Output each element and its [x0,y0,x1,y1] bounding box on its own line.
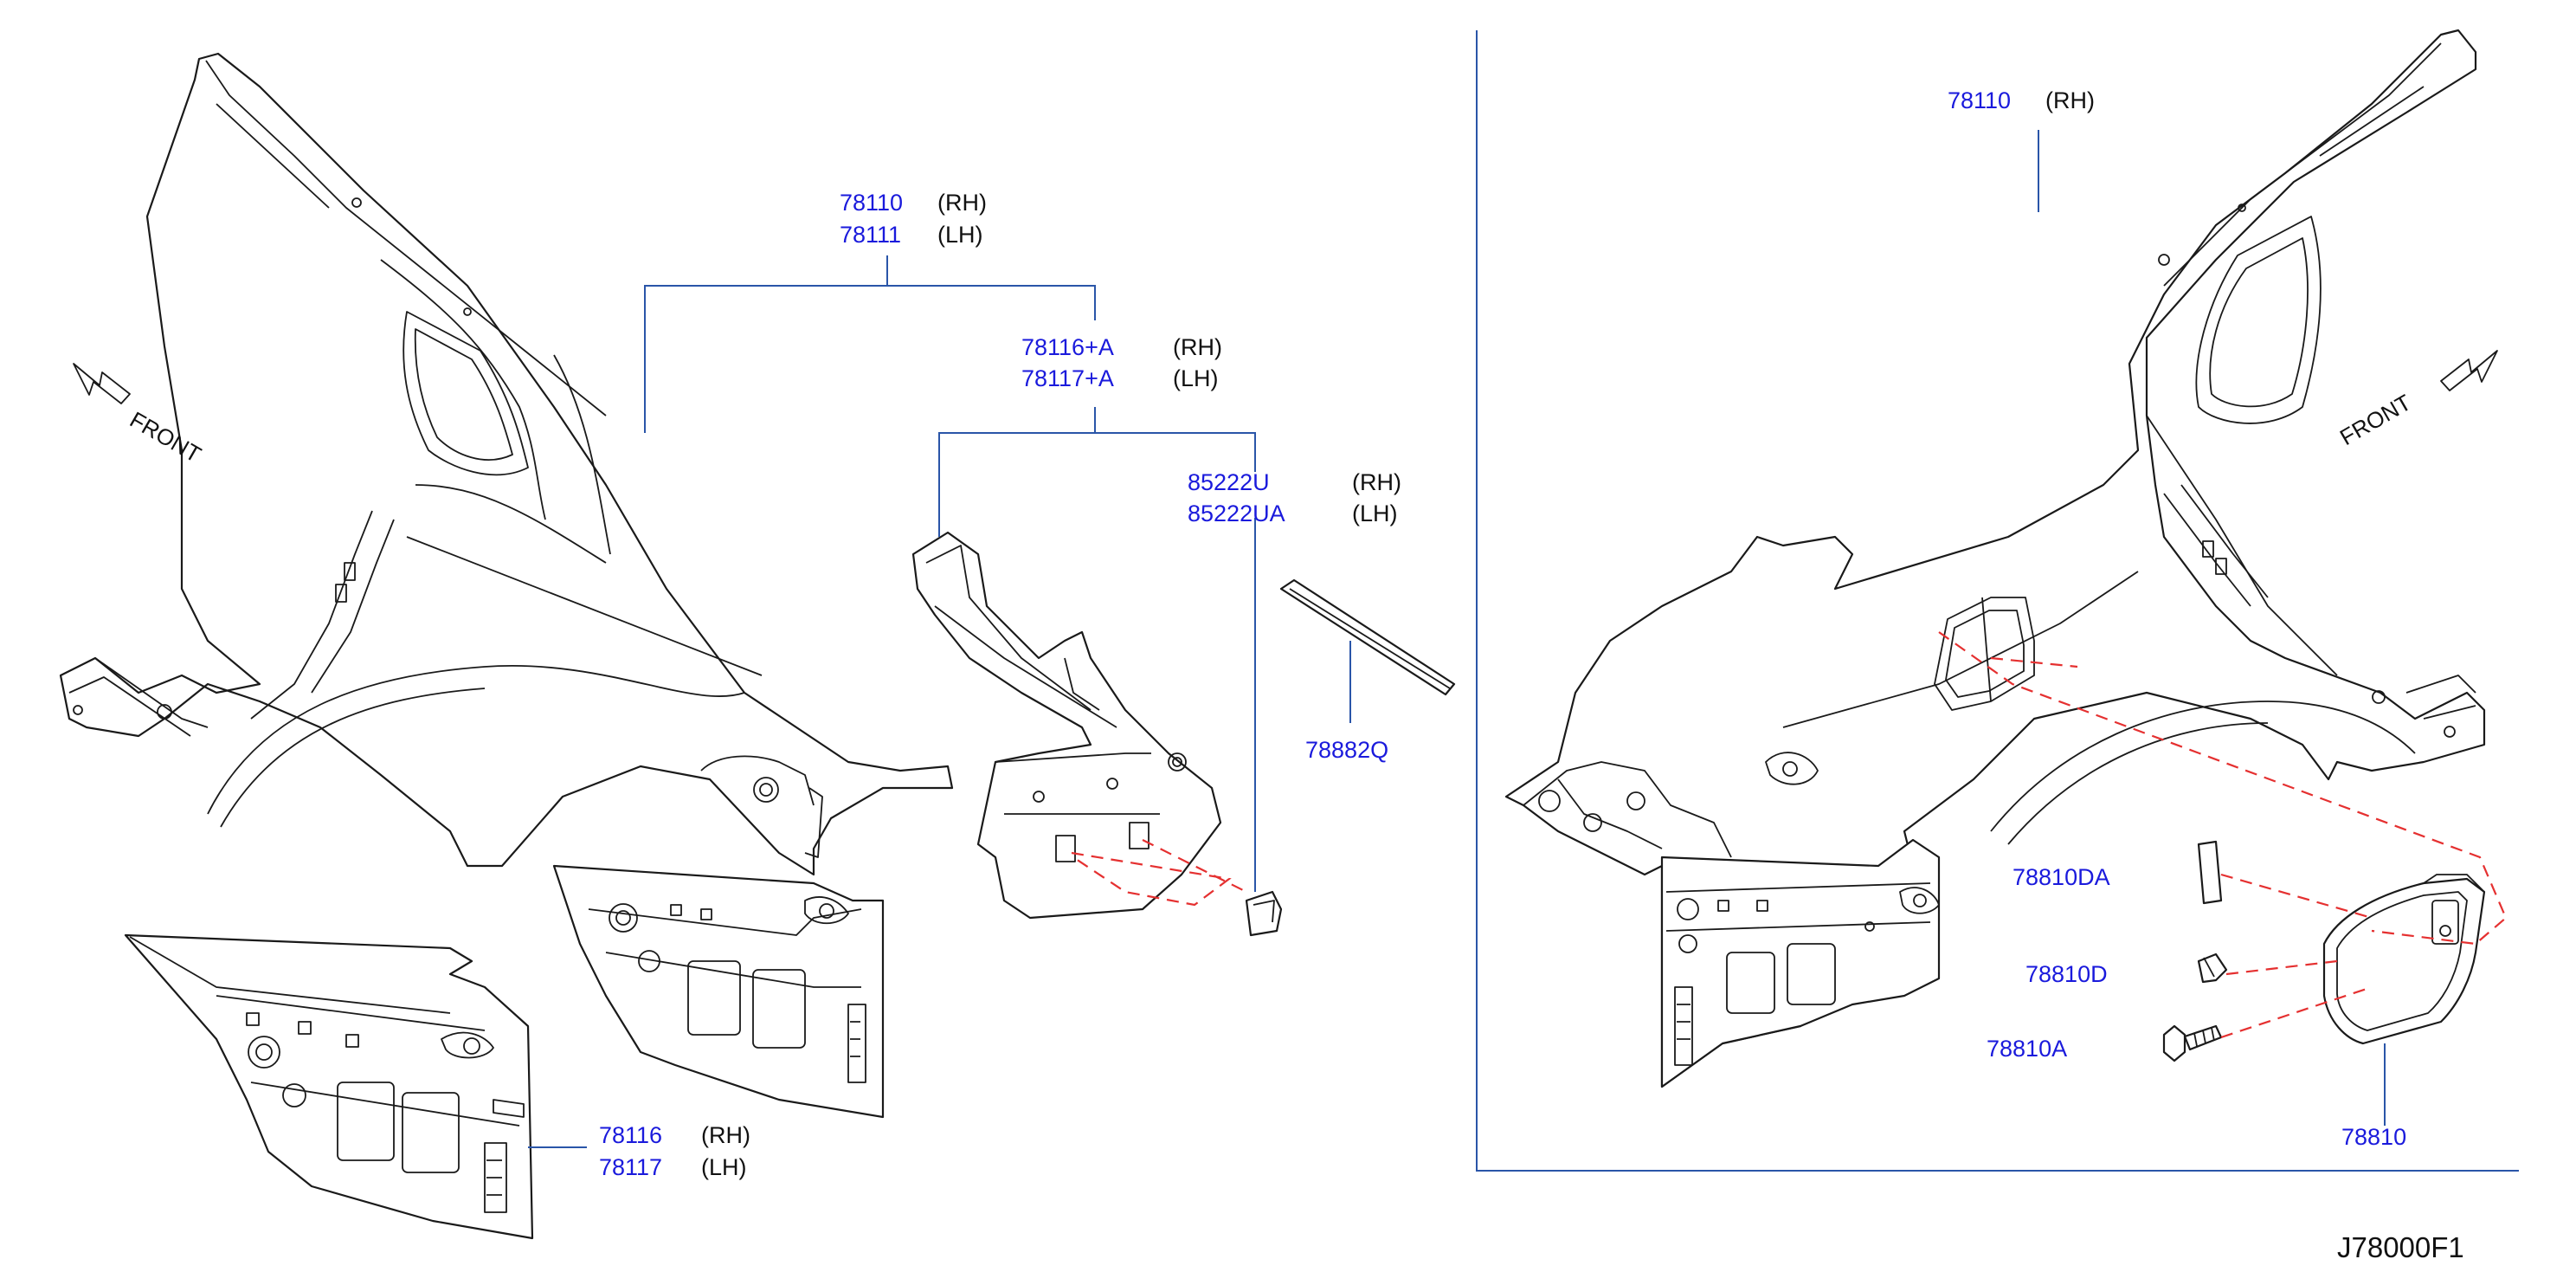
side-label: (LH) [701,1154,747,1180]
strip-78882Q [1279,578,1456,696]
front-arrow-right-icon [2440,350,2498,391]
part-number: 78882Q [1305,737,1388,763]
leaders-right [2038,130,2386,1126]
inner-bracket-78116A [911,531,1222,920]
dashed-right [1938,631,2508,1039]
clip-85222U [1245,890,1283,937]
side-label: (LH) [937,222,983,248]
part-number: 78116 [599,1122,662,1148]
callout-78116A-78117A: 78116+A (RH) 78117+A (LH) [1021,334,1222,391]
front-label-right: FRONT [2335,389,2416,450]
diagram-code: J78000F1 [2337,1231,2464,1263]
callout-78810DA: 78810DA [2012,864,2110,890]
part-number: 78810 [2341,1124,2406,1150]
callout-78110-78111: 78110 (RH) 78111 (LH) [840,190,987,248]
side-label: (LH) [1352,500,1398,526]
dashed-left [1071,839,1247,907]
callout-78810: 78810 [2341,1124,2406,1150]
part-number: 78810D [2025,961,2108,987]
part-number: 78117 [599,1154,662,1180]
front-arrow-left-icon [73,363,131,404]
seal-78810DA [2197,840,2223,905]
side-label: (RH) [937,190,987,216]
part-number: 85222U [1188,469,1270,495]
callout-78810A: 78810A [1987,1036,2067,1062]
screw-78810A [2162,1024,2223,1062]
callout-85222U-85222UA: 85222U (RH) 85222UA (LH) [1188,469,1401,526]
part-number: 78110 [840,190,903,216]
side-label: (RH) [1352,469,1401,495]
right-frame [1476,30,2519,1172]
part-number: 78111 [840,222,901,248]
callout-78882Q: 78882Q [1305,737,1388,763]
callout-78810D: 78810D [2025,961,2108,987]
part-number: 78110 [1948,87,2011,113]
side-label: (RH) [1173,334,1222,360]
side-label: (RH) [701,1122,750,1148]
fuel-door-78810 [2322,874,2486,1045]
part-number: 78117+A [1021,365,1114,391]
rear-fender-left [59,52,954,876]
callout-78116-78117: 78116 (RH) 78117 (LH) [599,1122,750,1180]
part-number: 78116+A [1021,334,1114,360]
part-number: 78810DA [2012,864,2110,890]
bumper-78810D [2197,952,2228,984]
side-label: (LH) [1173,365,1219,391]
inner-panel-upper [552,864,885,1119]
callout-78110-right: 78110 (RH) [1948,87,2095,113]
part-number: 85222UA [1188,500,1285,526]
side-label: (RH) [2045,87,2095,113]
inner-panel-right [1660,838,1941,1088]
part-number: 78810A [1987,1036,2067,1062]
inner-panel-78116 [124,933,534,1240]
leaders-left [528,255,1351,1148]
